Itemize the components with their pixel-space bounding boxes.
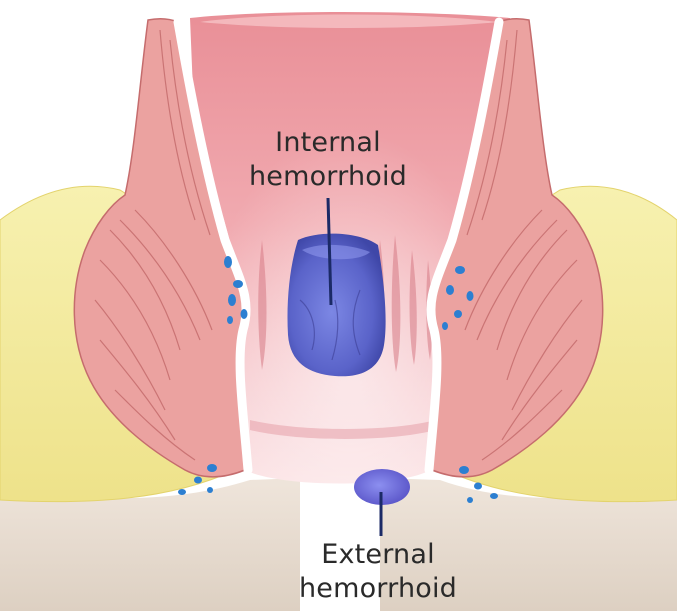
external-label-line1: External — [280, 538, 476, 572]
internal-label-line2: hemorrhoid — [230, 160, 426, 194]
external-hemorrhoid-label: External hemorrhoid — [280, 538, 476, 606]
internal-hemorrhoid-label: Internal hemorrhoid — [230, 126, 426, 194]
external-label-line2: hemorrhoid — [280, 572, 476, 606]
internal-label-line1: Internal — [230, 126, 426, 160]
